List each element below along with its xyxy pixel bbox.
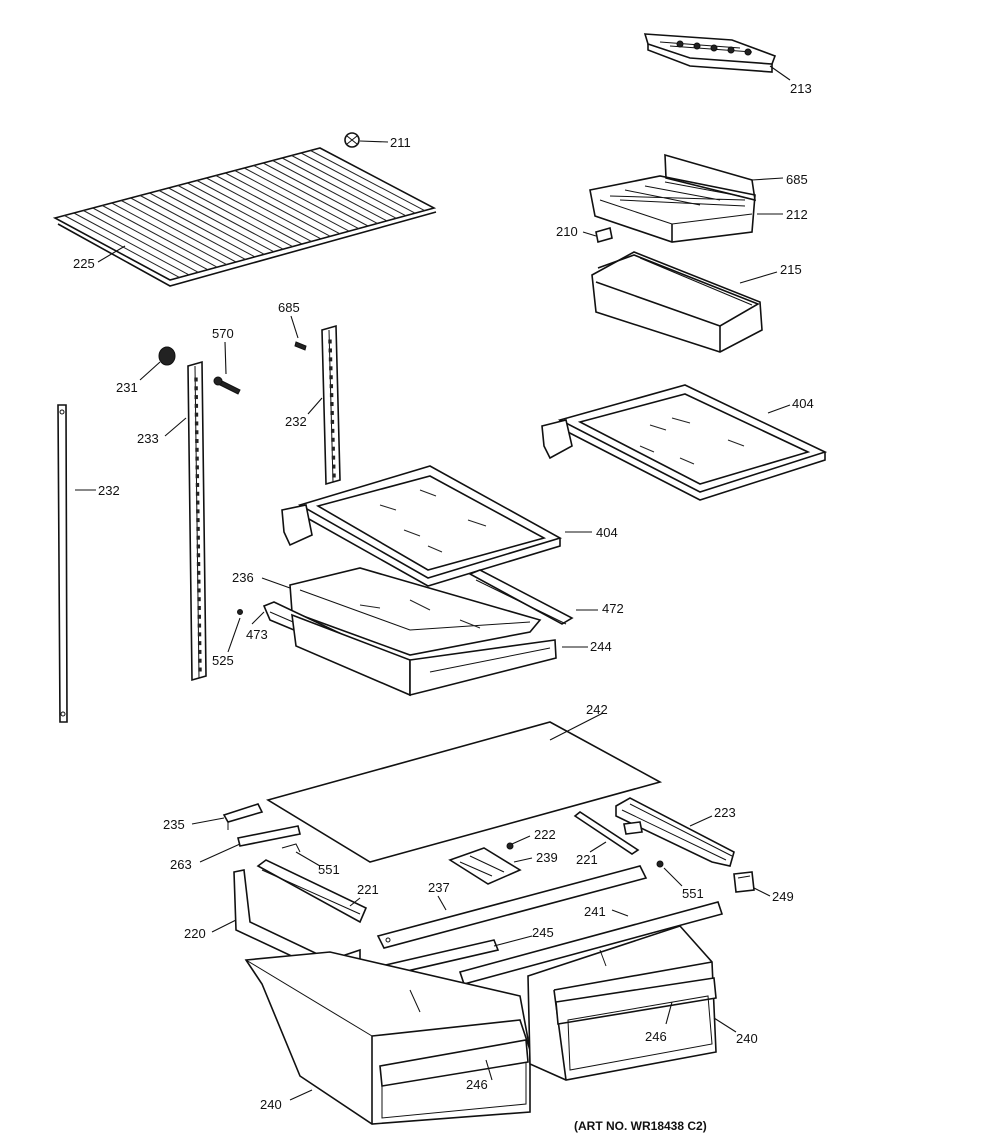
part-404-glass-shelf-right: [541, 384, 828, 501]
part-215-bin: [591, 251, 778, 353]
part-237-front-rail: [376, 865, 648, 949]
label-221a: 221: [576, 852, 598, 867]
part-232-left-rail: [57, 404, 96, 723]
part-211-knob: [344, 132, 389, 148]
label-473: 473: [246, 627, 268, 642]
part-213-ice-tray: [643, 33, 791, 81]
part-240-drawer-right: [527, 925, 737, 1081]
label-235: 235: [163, 817, 185, 832]
label-525: 525: [212, 653, 234, 668]
label-232b: 232: [98, 483, 120, 498]
label-685a: 685: [786, 172, 808, 187]
label-211: 211: [390, 135, 411, 150]
label-472: 472: [602, 601, 624, 616]
part-404-glass-shelf-middle: [281, 465, 592, 587]
label-551a: 551: [318, 862, 340, 877]
part-551-clip-left: [281, 843, 321, 867]
part-221-rail-right: [573, 811, 640, 855]
label-215: 215: [780, 262, 802, 277]
label-246a: 246: [645, 1029, 667, 1044]
label-223: 223: [714, 805, 736, 820]
label-232a: 232: [285, 414, 307, 429]
part-221-rail-left: [256, 859, 368, 924]
part-labels: 213 211 685 212 210 225 215 570 685 231 …: [73, 81, 814, 1112]
label-263: 263: [170, 857, 192, 872]
part-570-screw: [213, 341, 241, 395]
part-212-ice-bin: [582, 153, 784, 244]
label-231: 231: [116, 380, 138, 395]
part-241-rail: [458, 901, 724, 985]
label-233: 233: [137, 431, 159, 446]
label-220: 220: [184, 926, 206, 941]
label-245: 245: [532, 925, 554, 940]
part-233-rail: [164, 360, 207, 682]
label-221b: 221: [357, 882, 379, 897]
part-472-slide-rail: [468, 569, 598, 625]
art-number: (ART NO. WR18438 C2): [574, 1119, 707, 1133]
part-244-frame: [291, 613, 588, 697]
label-240a: 240: [736, 1031, 758, 1046]
label-236: 236: [232, 570, 254, 585]
part-240-drawer-left: [244, 951, 531, 1125]
part-239-bracket: [448, 847, 533, 885]
label-246b: 246: [466, 1077, 488, 1092]
label-237: 237: [428, 880, 450, 895]
label-225: 225: [73, 256, 95, 271]
label-244: 244: [590, 639, 612, 654]
label-685b: 685: [278, 300, 300, 315]
part-232-middle-rail: [307, 324, 341, 486]
part-249-bracket: [733, 871, 771, 897]
label-222: 222: [534, 827, 556, 842]
label-551b: 551: [682, 886, 704, 901]
part-231-cap: [139, 346, 176, 381]
label-212: 212: [786, 207, 808, 222]
label-404a: 404: [792, 396, 814, 411]
label-240b: 240: [260, 1097, 282, 1112]
label-249: 249: [772, 889, 794, 904]
label-242: 242: [586, 702, 608, 717]
label-239: 239: [536, 850, 558, 865]
part-222-screw: [506, 835, 531, 850]
label-241: 241: [584, 904, 606, 919]
label-210: 210: [556, 224, 578, 239]
part-235-support: [191, 803, 264, 830]
part-551-screw-right: [656, 860, 683, 887]
label-570: 570: [212, 326, 234, 341]
part-685-screw: [290, 315, 307, 351]
part-525-screw: [227, 609, 243, 653]
label-404b: 404: [596, 525, 618, 540]
part-263-support: [199, 825, 301, 863]
part-225-wire-shelf: [52, 147, 437, 287]
label-213: 213: [790, 81, 812, 96]
part-223-slide-assembly: [615, 797, 735, 867]
part-242-glass-panel: [266, 712, 663, 863]
